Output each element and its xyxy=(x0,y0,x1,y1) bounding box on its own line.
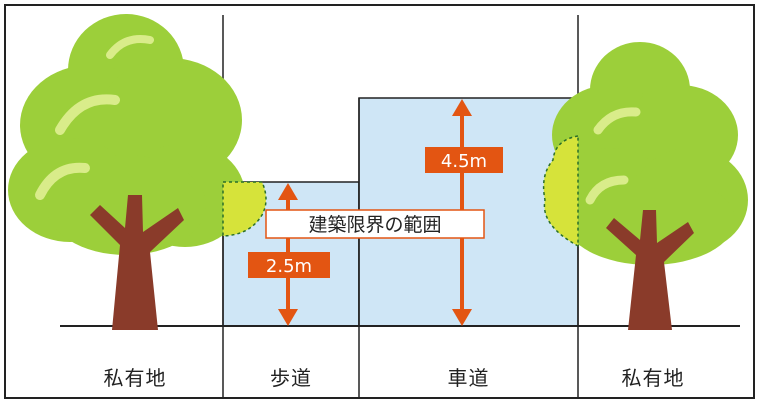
left-tree-icon xyxy=(8,14,245,330)
roadway-height-label-bg xyxy=(425,147,503,173)
zone-label-left-private: 私有地 xyxy=(103,366,167,390)
roadway-height-label: 4.5m xyxy=(441,151,487,172)
sidewalk-overhang-branch xyxy=(222,181,267,237)
roadway-overhang-branch xyxy=(542,135,579,248)
clearance-label: 建築限界の範囲 xyxy=(308,214,441,236)
zone-label-sidewalk: 歩道 xyxy=(270,366,312,390)
clearance-label-box xyxy=(265,209,485,239)
diagram-frame xyxy=(4,4,755,399)
sidewalk-height-label: 2.5m xyxy=(266,256,312,277)
zone-label-right-private: 私有地 xyxy=(621,366,685,390)
right-tree-icon xyxy=(548,42,748,330)
zone-label-roadway: 車道 xyxy=(447,366,490,390)
sidewalk-height-label-bg xyxy=(248,252,330,278)
